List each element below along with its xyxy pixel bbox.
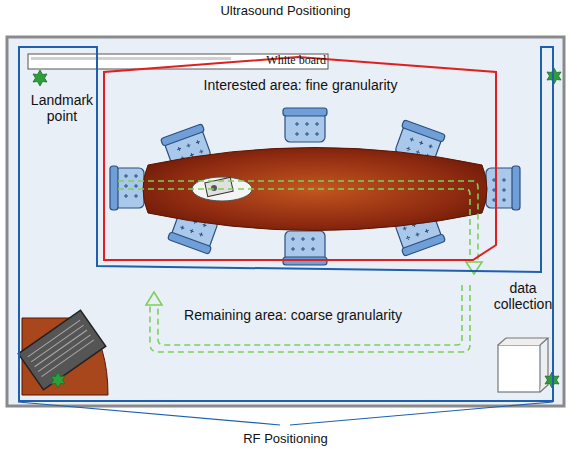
- whiteboard-label: White board: [228, 54, 326, 68]
- ultrasound-region: Ultrasound PositioningInterested area: f…: [103, 55, 498, 267]
- region-heading: RF Positioning: [0, 432, 571, 447]
- rf-region: RF PositioningRemaining area: coarse gra…: [18, 46, 554, 402]
- region-label: Remaining area: coarse granularity: [128, 307, 458, 323]
- region-heading: Ultrasound Positioning: [0, 4, 571, 19]
- step-label: data collection: [488, 280, 558, 312]
- region-outline: [18, 46, 554, 402]
- region-label: Interested area: fine granularity: [143, 77, 458, 93]
- landmark-label: Landmark point: [22, 92, 102, 124]
- whiteboard: White board: [28, 54, 328, 69]
